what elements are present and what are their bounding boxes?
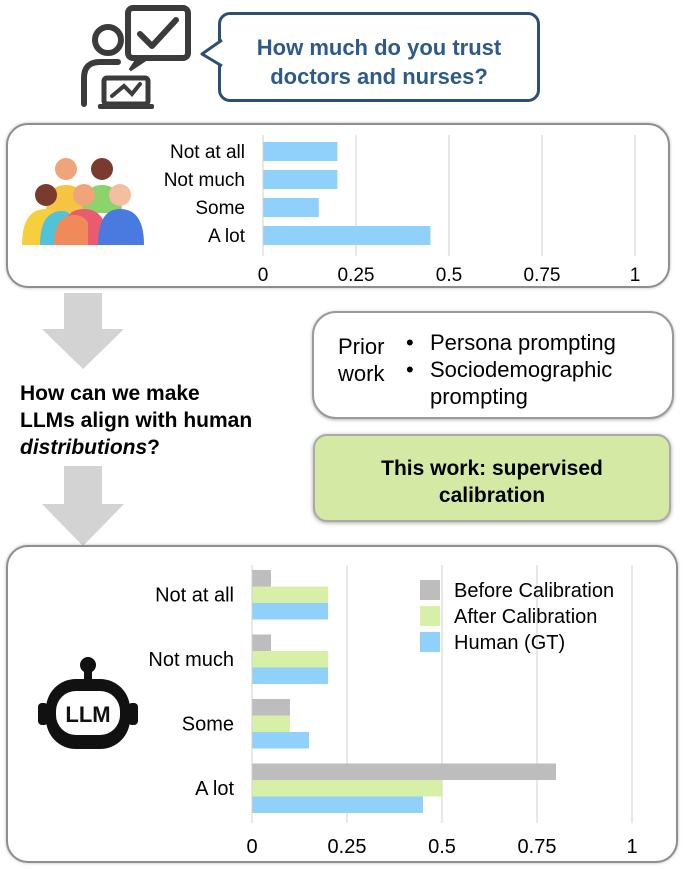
prior-label-line: work [338,361,385,386]
x-tick-label: 0 [246,836,257,858]
llm-icon-label: LLM [65,702,110,727]
survey-person-icon [81,5,191,109]
category-label: Not much [148,649,234,671]
bar [252,732,309,749]
category-label: Not at all [155,584,234,606]
bar [252,763,556,780]
question-emphasis: distributions [20,436,148,459]
prior-label-line: Prior [338,334,385,359]
category-label: Not much [164,170,245,191]
prior-work-item-continued: prompting [430,384,528,409]
bar [263,226,431,245]
category-label: A lot [195,778,234,800]
question-line: How can we make [20,382,200,405]
down-arrow-icon [42,293,124,369]
bar [252,796,423,813]
bar [252,667,328,684]
bar [263,198,319,217]
x-tick-label: 0.25 [338,265,375,286]
bar [252,570,271,587]
question-end: ? [147,436,160,459]
category-label: Not at all [170,142,245,163]
bar [252,699,290,716]
legend-swatch [420,580,440,600]
legend-swatch [420,632,440,652]
legend-swatch [420,606,440,626]
prior-work-item: Sociodemographic [406,356,616,383]
question-line: LLMs align with human [20,409,253,432]
bar [263,170,338,189]
legend-label: Before Calibration [454,580,614,602]
this-work-line: calibration [438,484,546,507]
x-tick-label: 1 [626,836,637,858]
down-arrow-icon [42,466,124,546]
x-tick-label: 0.75 [524,265,561,286]
legend-label: After Calibration [454,606,597,628]
question-line: distributions? [20,434,310,461]
prior-work-item: Persona prompting [406,329,616,356]
this-work-box: This work: supervised calibration [313,434,671,522]
question-speech-bubble: How much do you trust doctors and nurses… [218,12,540,102]
bar [252,603,328,620]
x-tick-label: 0.5 [436,265,462,286]
bubble-tail-icon [200,38,223,68]
this-work-text: This work: supervised calibration [315,455,669,509]
bar [263,142,338,161]
x-tick-label: 1 [630,265,641,286]
category-label: Some [182,713,234,735]
survey-question-text: How much do you trust doctors and nurses… [256,35,502,89]
bar [252,586,328,603]
prior-work-list: Persona prompting Sociodemographic promp… [406,329,616,410]
legend-label: Human (GT) [454,632,565,654]
llm-robot-icon: LLM [38,657,138,749]
x-tick-label: 0 [258,265,269,286]
prior-work-label: Prior work [338,333,384,387]
x-tick-label: 0.5 [428,836,456,858]
category-label: A lot [208,226,246,247]
alignment-question: How can we make LLMs align with human di… [20,380,310,461]
bar [252,780,442,797]
this-work-line: This work: supervised [381,457,603,480]
bar [252,634,271,651]
bar [252,715,290,732]
people-group-icon [22,158,144,245]
category-label: Some [195,198,245,219]
x-tick-label: 0.25 [328,836,367,858]
bar [252,651,328,668]
prior-work-box: Prior work Persona prompting Sociodemogr… [312,311,674,419]
x-tick-label: 0.75 [518,836,557,858]
